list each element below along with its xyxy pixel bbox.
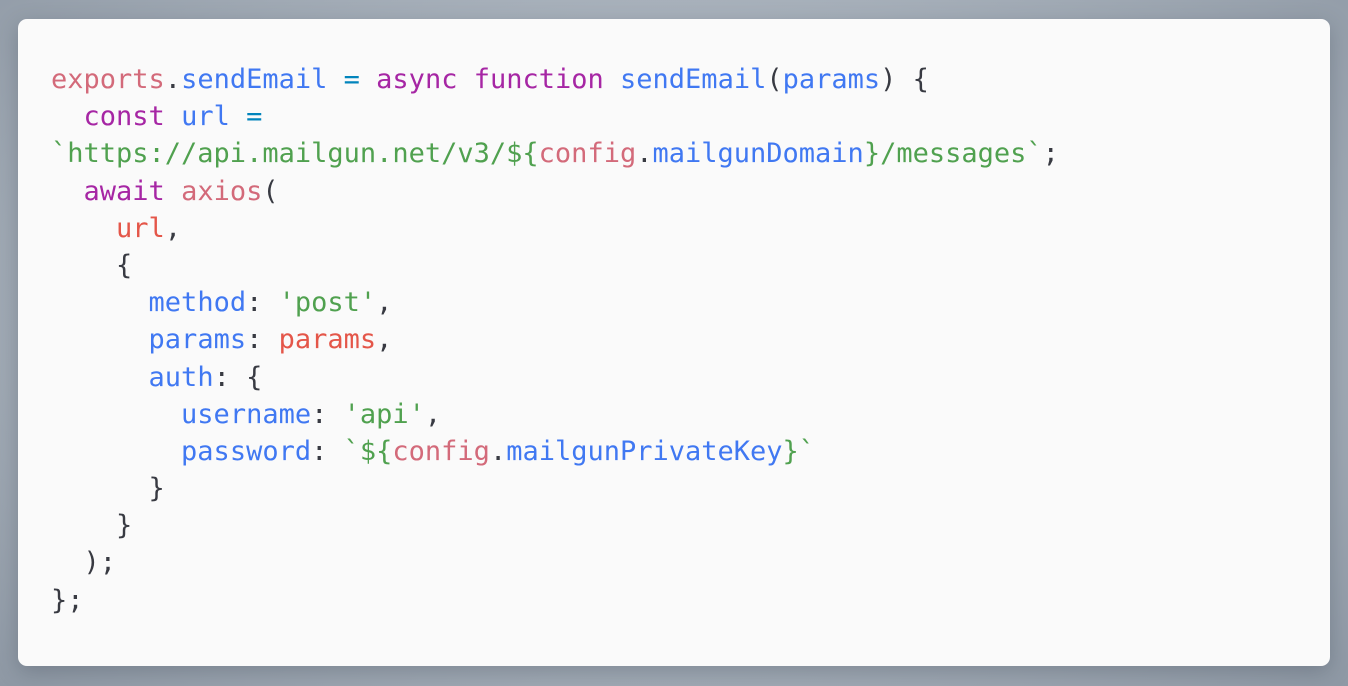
code-token-keyword: const — [83, 101, 165, 133]
code-token-keyword: function — [473, 64, 604, 95]
code-token-default: ( — [766, 64, 783, 95]
code-token-default — [51, 436, 181, 467]
code-line: ); — [51, 544, 1059, 581]
code-line: url, — [51, 210, 1059, 247]
code-token-operator: = — [246, 101, 263, 133]
code-line: } — [51, 507, 1059, 544]
code-token-keyword: async — [376, 64, 458, 95]
code-token-default — [51, 362, 149, 393]
code-line: { — [51, 247, 1059, 284]
code-token-default — [457, 64, 473, 95]
code-token-default — [360, 64, 376, 95]
code-token-property: auth — [148, 361, 214, 393]
code-token-default: . — [489, 435, 507, 467]
code-token-default — [51, 101, 84, 132]
code-token-property: username — [181, 398, 312, 430]
code-token-default — [165, 101, 181, 132]
code-line: } — [51, 470, 1059, 507]
code-token-default — [51, 176, 84, 207]
code-token-default — [230, 101, 246, 132]
code-token-string: 'api' — [343, 398, 425, 430]
code-token-default: , — [424, 398, 442, 430]
code-token-default: : — [311, 398, 344, 430]
code-token-default — [165, 176, 181, 207]
code-token-string: `https://api.mailgun.net/v3/${ — [51, 138, 539, 170]
code-token-property: params — [148, 324, 247, 356]
code-token-operator: = — [343, 64, 360, 95]
code-token-default: , — [376, 324, 393, 356]
code-token-default: } — [51, 473, 165, 505]
code-token-default: : — [311, 435, 344, 467]
code-token-property: sendEmail — [181, 64, 328, 95]
code-token-default: ) { — [880, 64, 929, 95]
code-line: method: 'post', — [51, 284, 1059, 321]
code-token-object: axios — [181, 175, 263, 207]
code-token-default: { — [51, 249, 133, 281]
code-token-default: ); — [51, 547, 117, 579]
code-token-string: }` — [782, 435, 816, 467]
code-token-default: : — [246, 287, 279, 319]
code-token-string: }/messages` — [863, 138, 1043, 170]
code-line: exports.sendEmail = async function sendE… — [51, 61, 1059, 98]
code-line: await axios( — [51, 173, 1059, 210]
code-token-default — [51, 399, 181, 430]
code-token-property: url — [181, 101, 230, 133]
code-token-default — [604, 64, 620, 95]
code-token-property: password — [181, 435, 312, 467]
code-token-default: . — [164, 64, 182, 95]
code-token-default: ; — [1042, 138, 1059, 170]
code-token-variable: params — [278, 324, 377, 356]
code-token-default: : — [246, 324, 279, 356]
code-token-default: , — [376, 287, 393, 319]
code-line: }; — [51, 582, 1059, 619]
code-token-default: }; — [51, 584, 84, 616]
code-token-default: . — [636, 138, 653, 170]
code-token-default: : { — [213, 361, 263, 393]
code-token-property: params — [782, 64, 881, 95]
code-snippet-card: exports.sendEmail = async function sendE… — [18, 19, 1330, 666]
code-token-string: `${ — [343, 435, 393, 467]
code-token-property: method — [148, 287, 247, 319]
code-line: password: `${config.mailgunPrivateKey}` — [51, 433, 1059, 470]
code-token-object: exports — [51, 64, 165, 95]
code-line: params: params, — [51, 321, 1059, 358]
code-line: auth: { — [51, 359, 1059, 396]
code-token-property: mailgunPrivateKey — [506, 435, 783, 467]
code-token-object: config — [392, 435, 490, 467]
code-token-default: } — [51, 510, 133, 542]
code-token-variable: url — [116, 212, 165, 244]
code-token-object: config — [538, 138, 637, 170]
code-block: exports.sendEmail = async function sendE… — [51, 61, 1059, 619]
code-token-keyword: await — [83, 175, 165, 207]
code-token-default: , — [164, 212, 182, 244]
code-token-default — [51, 213, 116, 244]
code-token-property: mailgunDomain — [652, 138, 864, 170]
code-line: username: 'api', — [51, 396, 1059, 433]
code-token-default: ( — [262, 175, 279, 207]
code-line: `https://api.mailgun.net/v3/${config.mai… — [51, 135, 1059, 172]
code-token-default — [51, 287, 149, 318]
code-token-default — [327, 64, 343, 95]
code-line: const url = — [51, 98, 1059, 135]
code-token-default — [51, 324, 149, 355]
code-token-function: sendEmail — [620, 64, 767, 95]
code-token-string: 'post' — [278, 287, 377, 319]
